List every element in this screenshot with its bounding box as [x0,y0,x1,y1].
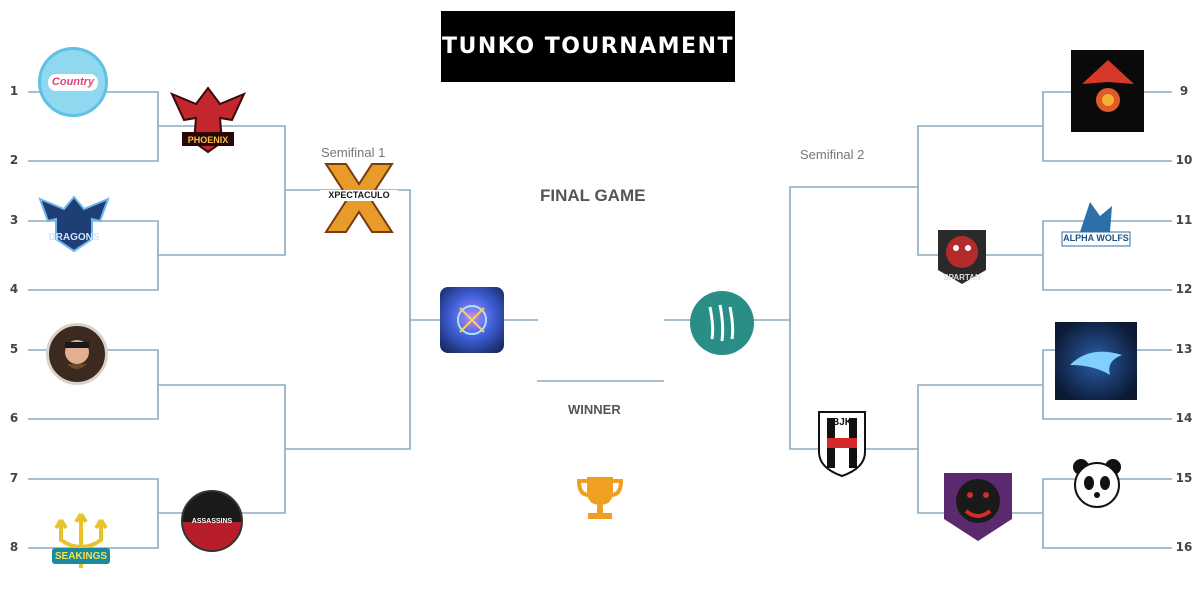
seed-number: 2 [9,153,19,167]
dragon-icon [38,195,110,253]
trident-icon [52,512,110,568]
panda-team-logo [1069,455,1125,511]
seed-number: 11 [1175,213,1193,227]
gorilla-icon [944,473,1012,541]
finalist-right-team-logo [690,291,754,355]
team-name: Country [47,73,99,91]
final-game-label: FINAL GAME [540,186,646,205]
team-name: PHOENIX [187,135,229,145]
claw-icon [708,304,735,342]
seed-number: 6 [9,411,19,425]
panda-icon [1073,459,1121,508]
dragons-team-logo: DRAGONS [36,191,112,257]
winner-label: WINNER [568,402,621,417]
phoenix-icon [170,86,246,154]
seed-number: 8 [9,540,19,554]
xpectaculo-team-logo: XPECTACULO [320,160,398,236]
seed-number: 15 [1175,471,1193,485]
seed-number: 12 [1175,282,1193,296]
team-name: DRAGONS [48,232,100,243]
shield-icon [1081,60,1134,112]
seed13-team-logo [1055,322,1137,400]
seakings-team-logo: SEAKINGS [46,510,116,578]
galaxy-icon [457,305,487,335]
shark-icon [1070,351,1122,375]
seed-number: 3 [9,213,19,227]
beast-icon [938,230,986,284]
tournament-title: TUNKO TOURNAMENT [442,34,734,59]
team-name: BJK [831,417,852,428]
semifinal-1-label: Semifinal 1 [321,145,386,160]
team-name: SPARTAN [943,273,981,282]
seed-number: 9 [1179,84,1189,98]
team-name: ALPHA WOLFS [1063,233,1129,243]
assassins-team-logo: ASSASSINS [181,490,243,552]
character-icon [65,340,89,369]
seed-number: 10 [1175,153,1193,167]
wolf-icon [1061,202,1131,247]
spartan-team-logo: SPARTAN [930,224,994,288]
trophy-icon [576,477,624,519]
phoenix-team-logo: PHOENIX [168,80,248,160]
seed-number: 1 [9,84,19,98]
gorilla-team-logo [938,463,1018,545]
seed-number: 7 [9,471,19,485]
alpha-wolfs-team-logo: ALPHA WOLFS [1060,196,1132,250]
crest-icon [818,411,866,478]
semifinal-2-label: Semifinal 2 [800,147,865,162]
bjk-team-logo: BJK [813,408,871,478]
seed-number: 13 [1175,342,1193,356]
seed1-team-logo: Country [38,47,108,117]
team-name: ASSASSINS [191,517,233,525]
seed5-team-logo [46,323,108,385]
tournament-title-banner: TUNKO TOURNAMENT [441,11,735,82]
seed-number: 4 [9,282,19,296]
seed-number: 16 [1175,540,1193,554]
finalist-left-team-logo [440,287,504,353]
seed9-team-logo [1071,50,1144,132]
seed-number: 5 [9,342,19,356]
seed-number: 14 [1175,411,1193,425]
team-name: SEAKINGS [54,551,108,562]
team-name: XPECTACULO [320,190,398,201]
